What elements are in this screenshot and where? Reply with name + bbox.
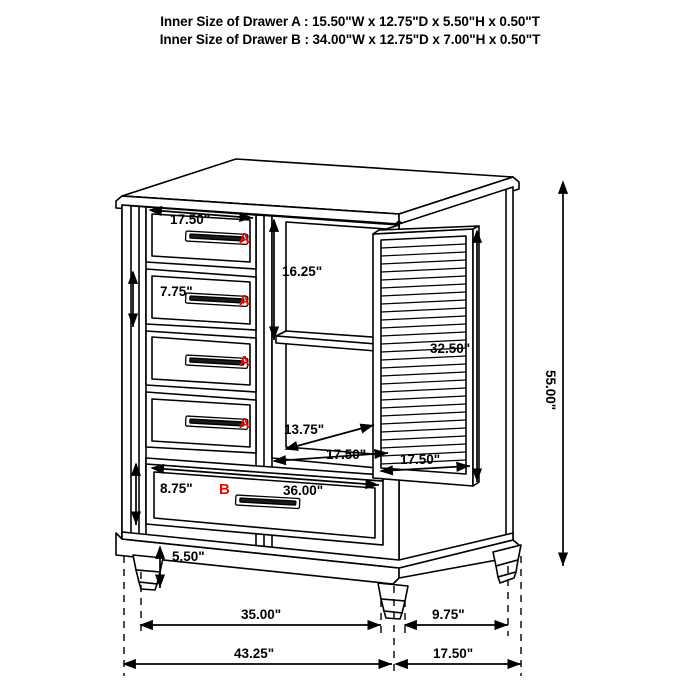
drawer-b-handle: [234, 494, 301, 510]
dimline-cabinet-width: [272, 448, 389, 466]
leg-back-right: [492, 544, 522, 584]
drawer-label-b1: B: [219, 481, 230, 498]
drawer-a3-handle: [184, 354, 249, 370]
dimtext-drawer-b-width: 36.00": [283, 483, 324, 498]
dimline-door-width: [379, 461, 471, 476]
drawer-label-a1: A: [239, 230, 250, 247]
leg-front-right: [377, 582, 409, 620]
drawer-label-a4: A: [239, 415, 250, 432]
dimtext-front-width: 35.00": [241, 607, 282, 622]
extension-lines: [123, 556, 522, 676]
door-right-edge: [472, 225, 480, 487]
drawer-a1-handle: [184, 230, 249, 246]
leg-front-left: [132, 554, 164, 591]
header-line-drawer-a: Inner Size of Drawer A : 15.50"W x 12.75…: [160, 14, 540, 29]
left-stile: [121, 204, 147, 542]
drawer-label-a3: A: [239, 353, 250, 370]
dimtext-cabinet-width: 17.50": [326, 447, 367, 462]
dimline-drawer-a-width: [148, 205, 254, 223]
header-line-drawer-b: Inner Size of Drawer B : 34.00"W x 12.75…: [159, 32, 541, 47]
dimtext-side-depth: 9.75": [432, 607, 465, 622]
dimtext-door-width: 17.50": [400, 452, 441, 467]
dimtext-drawer-b-height: 8.75": [160, 481, 193, 496]
dimtext-overall-height: 55.00": [543, 370, 558, 411]
door-louver-slats: [380, 243, 467, 465]
dimtext-drawer-a-height: 7.75": [160, 284, 193, 299]
dimtext-overall-width: 43.25": [234, 646, 275, 661]
drawer-a2-handle: [184, 292, 249, 308]
dimtext-shelf-depth: 13.75": [284, 422, 325, 437]
dimtext-door-height: 32.50": [430, 341, 471, 356]
dimline-shelf-depth: [284, 423, 375, 451]
dimtext-drawer-a-width: 17.50": [170, 212, 211, 227]
dimtext-overall-depth: 17.50": [433, 646, 474, 661]
dimtext-upper-compartment: 16.25": [282, 264, 323, 279]
drawer-label-a2: A: [239, 292, 250, 309]
base-moulding-top: [121, 531, 514, 569]
dimension-lines: [122, 180, 569, 670]
drawer-a4-handle: [184, 415, 249, 431]
dimline-drawer-b-width: [150, 463, 380, 490]
dimtext-leg-height: 5.50": [172, 549, 205, 564]
